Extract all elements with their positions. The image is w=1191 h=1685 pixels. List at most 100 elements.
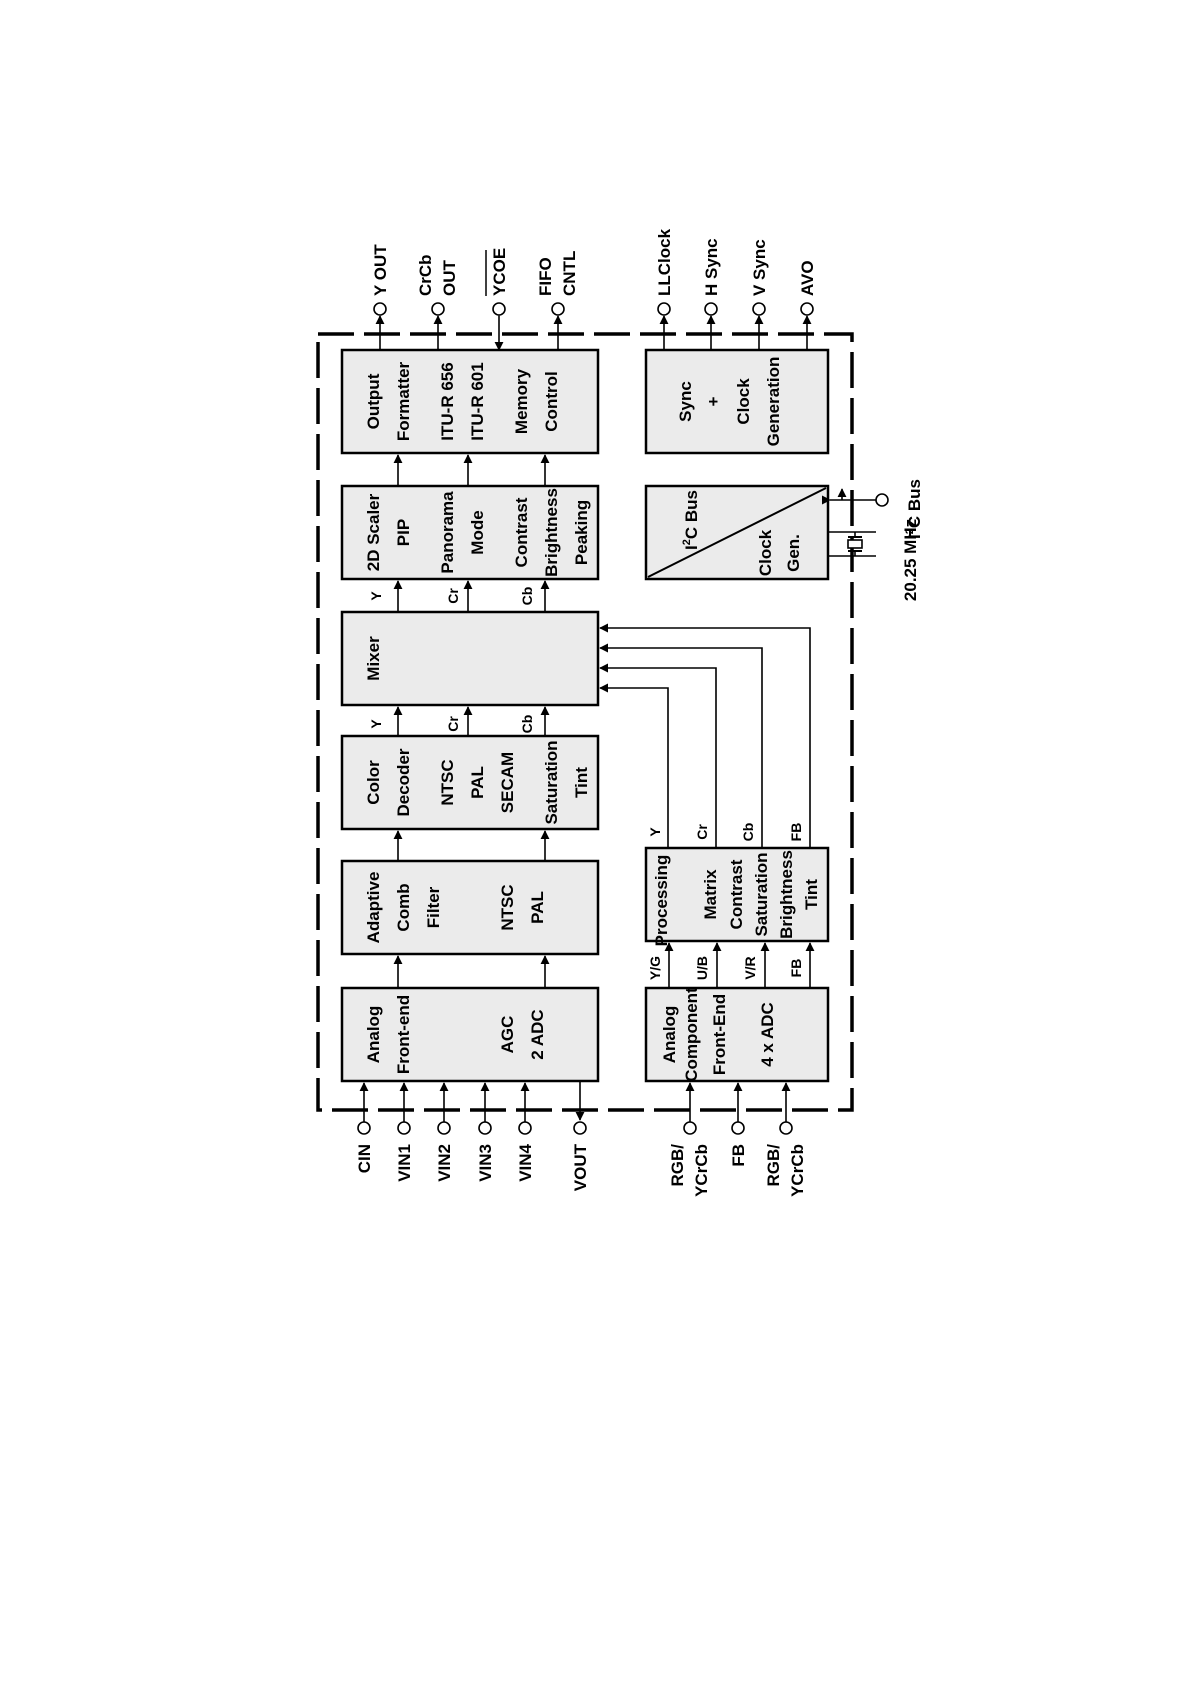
scaler-label-3: Panorama [438, 491, 457, 574]
color-decoder-label-7: Tint [572, 767, 591, 798]
signal-label-u-b: U/B [694, 956, 710, 980]
component-frontend-label-4: 4 x ADC [758, 1002, 777, 1067]
clock-gen-label-1: Clock [756, 529, 775, 576]
mixer-label: Mixer [364, 636, 383, 681]
sync-clock-label-2: + [704, 396, 723, 406]
sync-clock-label-3: Clock [734, 378, 753, 425]
pin-label-vout: VOUT [571, 1143, 590, 1191]
i2c-bus-label: I2C Bus [681, 490, 701, 550]
sync-clock-label-1: Sync [676, 381, 695, 422]
pin-label-fifo-cntl-line2: CNTL [560, 251, 579, 296]
scaler-label-1: 2D Scaler [364, 493, 383, 571]
scaler-label-6: Brightness [542, 488, 561, 577]
pin-label-llclock: LLClock [655, 228, 674, 296]
color-decoder-label-1: Color [364, 760, 383, 805]
comb-filter-label-2: Comb [394, 883, 413, 931]
component-frontend-label-1: Analog [660, 1006, 679, 1064]
scaler-label-7: Peaking [572, 500, 591, 565]
signal-label-cb: Cb [740, 823, 756, 842]
i2c-bus-pin-prefix: I [905, 534, 924, 539]
input-pin-vin1: VIN1 [395, 1082, 414, 1182]
pin-label-y-out: Y OUT [371, 244, 390, 296]
signal-label-y: Y [368, 591, 384, 601]
component-frontend-label-3: Front-End [710, 994, 729, 1075]
sync-clock-block: Sync + Clock Generation [644, 348, 830, 455]
i2c-bus-superscript: 2 [681, 539, 693, 545]
component-to-processing-signal-labels: Y/G U/B V/R FB [647, 956, 804, 980]
signal-label-cr: Cr [694, 824, 710, 840]
processing-label-2: Matrix [701, 869, 720, 920]
component-frontend-label-2: Component [682, 987, 701, 1082]
i2c-bus-pin-suffix: C Bus [905, 479, 924, 528]
scaler-label-2: PIP [394, 519, 413, 546]
output-formatter-label-6: Control [542, 371, 561, 431]
signal-label-fb: FB [788, 959, 804, 978]
comb-filter-label-5: PAL [528, 891, 547, 924]
pin-label-vin4: VIN4 [516, 1143, 535, 1181]
pin-label-vin2: VIN2 [435, 1144, 454, 1182]
processing-label-5: Brightness [777, 850, 796, 939]
pin-label-ycoe: YCOE [490, 248, 509, 296]
component-frontend-block: Analog Component Front-End 4 x ADC [644, 986, 830, 1083]
processing-to-mixer-signal-labels: Y Cr Cb FB [647, 823, 804, 842]
pin-label-h-sync: H Sync [702, 238, 721, 296]
input-pin-vin3: VIN3 [476, 1082, 495, 1182]
i2c-bus-prefix: I [682, 545, 701, 550]
pin-label-avo: AVO [798, 260, 817, 296]
analog-frontend-label-1: Analog [364, 1006, 383, 1064]
pin-label-rgb-ycrcb-2-line1: RGB/ [764, 1144, 783, 1187]
input-pin-rgb-ycrcb-1: RGB/ YCrCb [668, 1082, 711, 1197]
scaler-label-5: Contrast [512, 497, 531, 567]
color-decoder-label-3: NTSC [438, 759, 457, 805]
comb-filter-block: Adaptive Comb Filter NTSC PAL [340, 859, 600, 956]
color-decoder-label-2: Decoder [394, 748, 413, 816]
chip-boundary [316, 332, 854, 1112]
signal-label-cb: Cb [519, 715, 535, 734]
color-decoder-label-6: Saturation [542, 740, 561, 824]
i2c-bus-suffix: C Bus [682, 490, 701, 539]
output-pin-v-sync: V Sync [750, 239, 769, 350]
signal-label-cb: Cb [519, 587, 535, 606]
analog-frontend-label-4: 2 ADC [528, 1009, 547, 1059]
pin-label-vin3: VIN3 [476, 1144, 495, 1182]
i2c-clock-block: I2C Bus Clock Gen. [644, 484, 830, 581]
input-pin-fb: FB [729, 1082, 748, 1167]
processing-block: Processing Matrix Contrast Saturation Br… [644, 846, 830, 946]
internal-connections [393, 454, 815, 988]
i2c-bus-pin-label: I2C Bus [904, 479, 924, 539]
pin-label-fb: FB [729, 1144, 748, 1167]
output-pin-h-sync: H Sync [702, 238, 721, 350]
output-formatter-label-3: ITU-R 656 [438, 362, 457, 440]
signal-label-y: Y [647, 827, 663, 837]
signal-label-cr: Cr [445, 588, 461, 604]
pin-label-cin: CIN [355, 1144, 374, 1173]
analog-frontend-block: Analog Front-end AGC 2 ADC [340, 986, 600, 1083]
input-pin-vin2: VIN2 [435, 1082, 454, 1182]
output-pin-vout: VOUT [571, 1081, 590, 1191]
output-pin-crcb-out: CrCb OUT [416, 254, 459, 350]
pin-label-crcb-out-line1: CrCb [416, 254, 435, 296]
comb-filter-label-4: NTSC [498, 884, 517, 930]
output-pin-y-out: Y OUT [371, 244, 390, 350]
color-decoder-label-5: SECAM [498, 752, 517, 813]
scaler-label-4: Mode [468, 510, 487, 554]
output-formatter-label-2: Formatter [394, 361, 413, 441]
output-formatter-block: Output Formatter ITU-R 656 ITU-R 601 Mem… [340, 348, 600, 455]
pin-label-crcb-out-line2: OUT [440, 260, 459, 297]
signal-label-fb: FB [788, 823, 804, 842]
i2c-bus-connection: I2C Bus [821, 479, 924, 539]
processing-label-4: Saturation [752, 852, 771, 936]
crystal: 20.25 MHz [828, 519, 920, 601]
signal-label-cr: Cr [445, 716, 461, 732]
analog-frontend-label-2: Front-end [394, 995, 413, 1074]
comb-filter-label-1: Adaptive [364, 872, 383, 944]
mixer-block: Mixer [340, 610, 600, 707]
comb-filter-label-3: Filter [424, 886, 443, 928]
pin-label-rgb-ycrcb-1-line2: YCrCb [692, 1144, 711, 1197]
input-pin-vin4: VIN4 [516, 1082, 535, 1182]
pin-label-rgb-ycrcb-2-line2: YCrCb [788, 1144, 807, 1197]
pin-label-vin1: VIN1 [395, 1144, 414, 1182]
i2c-bus-pin-superscript: 2 [904, 528, 916, 534]
output-formatter-label-5: Memory [512, 368, 531, 434]
scaler-block: 2D Scaler PIP Panorama Mode Contrast Bri… [340, 484, 600, 581]
